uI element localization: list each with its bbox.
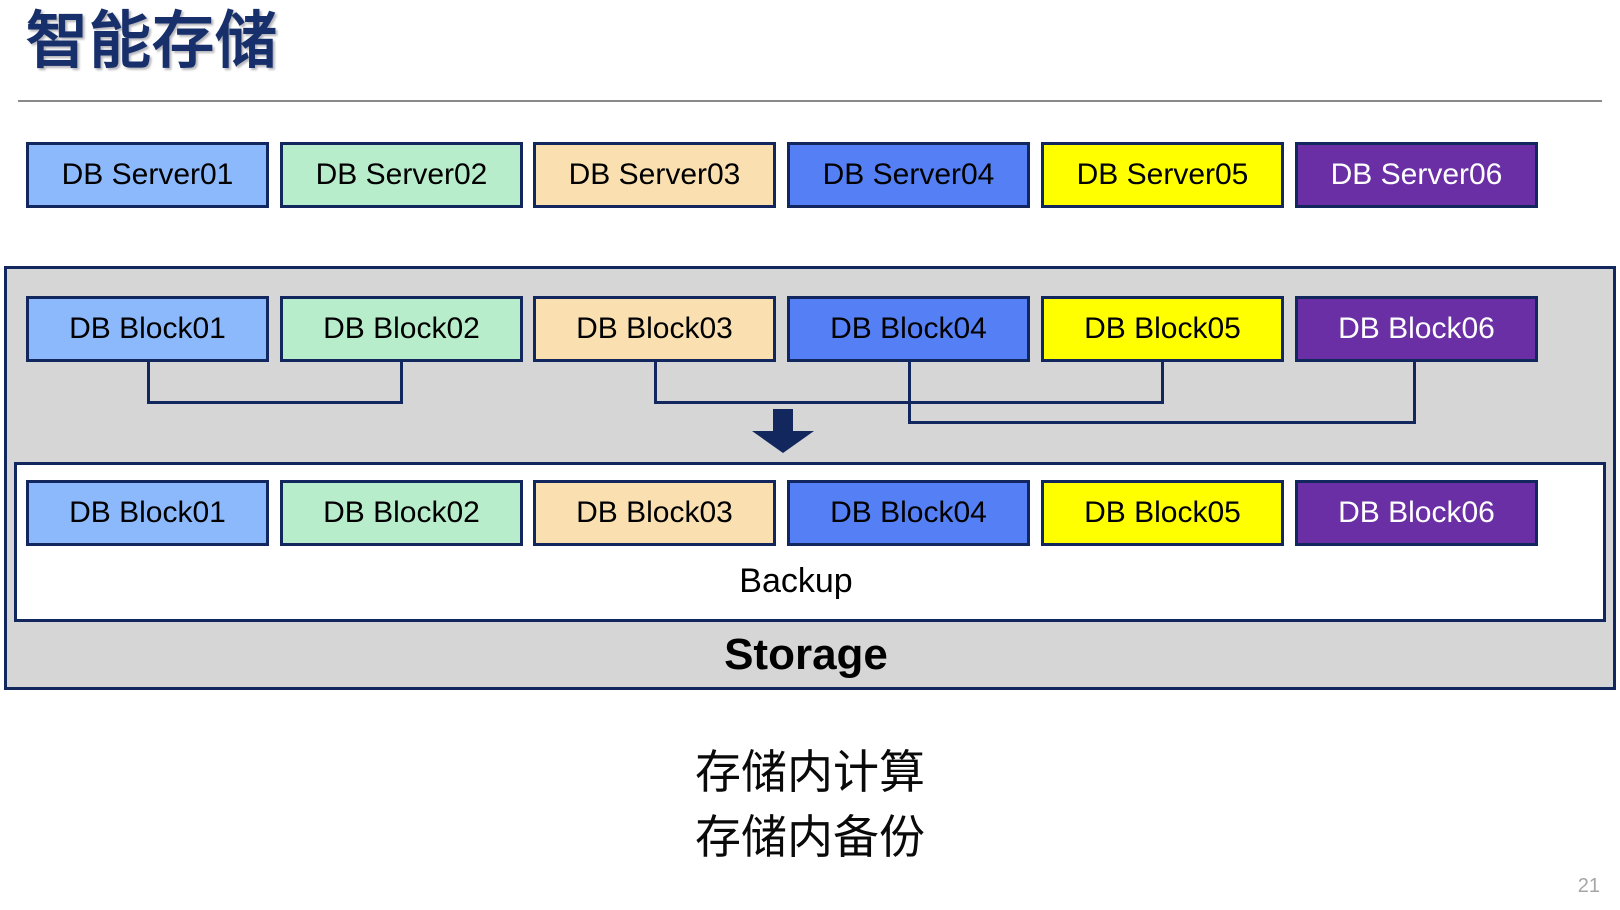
title-divider bbox=[18, 100, 1602, 102]
db-block-box-2: DB Block02 bbox=[280, 296, 523, 362]
db-server-box-1: DB Server01 bbox=[26, 142, 269, 208]
db-block-box-4: DB Block04 bbox=[787, 480, 1030, 546]
db-block-box-5: DB Block05 bbox=[1041, 296, 1284, 362]
storage-label: Storage bbox=[724, 630, 888, 679]
db-block-box-3: DB Block03 bbox=[533, 480, 776, 546]
db-block-box-1: DB Block01 bbox=[26, 480, 269, 546]
db-server-box-6: DB Server06 bbox=[1295, 142, 1538, 208]
db-server-box-2: DB Server02 bbox=[280, 142, 523, 208]
db-block-box-5: DB Block05 bbox=[1041, 480, 1284, 546]
db-server-box-3: DB Server03 bbox=[533, 142, 776, 208]
db-server-box-5: DB Server05 bbox=[1041, 142, 1284, 208]
connector-line-block05 bbox=[1161, 362, 1164, 404]
caption-line-1: 存储内计算 bbox=[695, 746, 925, 798]
backup-label: Backup bbox=[739, 562, 853, 600]
page-number: 21 bbox=[1577, 875, 1600, 897]
connector-line-bracket-c bbox=[908, 421, 1416, 424]
connector-line-block03 bbox=[654, 362, 657, 404]
down-arrow-icon bbox=[752, 409, 814, 453]
connector-line-block04 bbox=[908, 362, 911, 424]
connector-line-block06 bbox=[1413, 362, 1416, 424]
caption-line-2: 存储内备份 bbox=[695, 811, 925, 864]
connector-line-bracket-a bbox=[147, 401, 403, 404]
caption-block: 存储内计算 存储内备份 bbox=[0, 740, 1620, 871]
db-block-box-6: DB Block06 bbox=[1295, 296, 1538, 362]
connector-line-block02 bbox=[400, 362, 403, 404]
db-block-box-3: DB Block03 bbox=[533, 296, 776, 362]
db-server-box-4: DB Server04 bbox=[787, 142, 1030, 208]
db-block-box-6: DB Block06 bbox=[1295, 480, 1538, 546]
page-title: 智能存储 bbox=[26, 7, 279, 76]
db-block-box-4: DB Block04 bbox=[787, 296, 1030, 362]
db-block-box-2: DB Block02 bbox=[280, 480, 523, 546]
connector-line-block01 bbox=[147, 362, 150, 404]
db-block-box-1: DB Block01 bbox=[26, 296, 269, 362]
